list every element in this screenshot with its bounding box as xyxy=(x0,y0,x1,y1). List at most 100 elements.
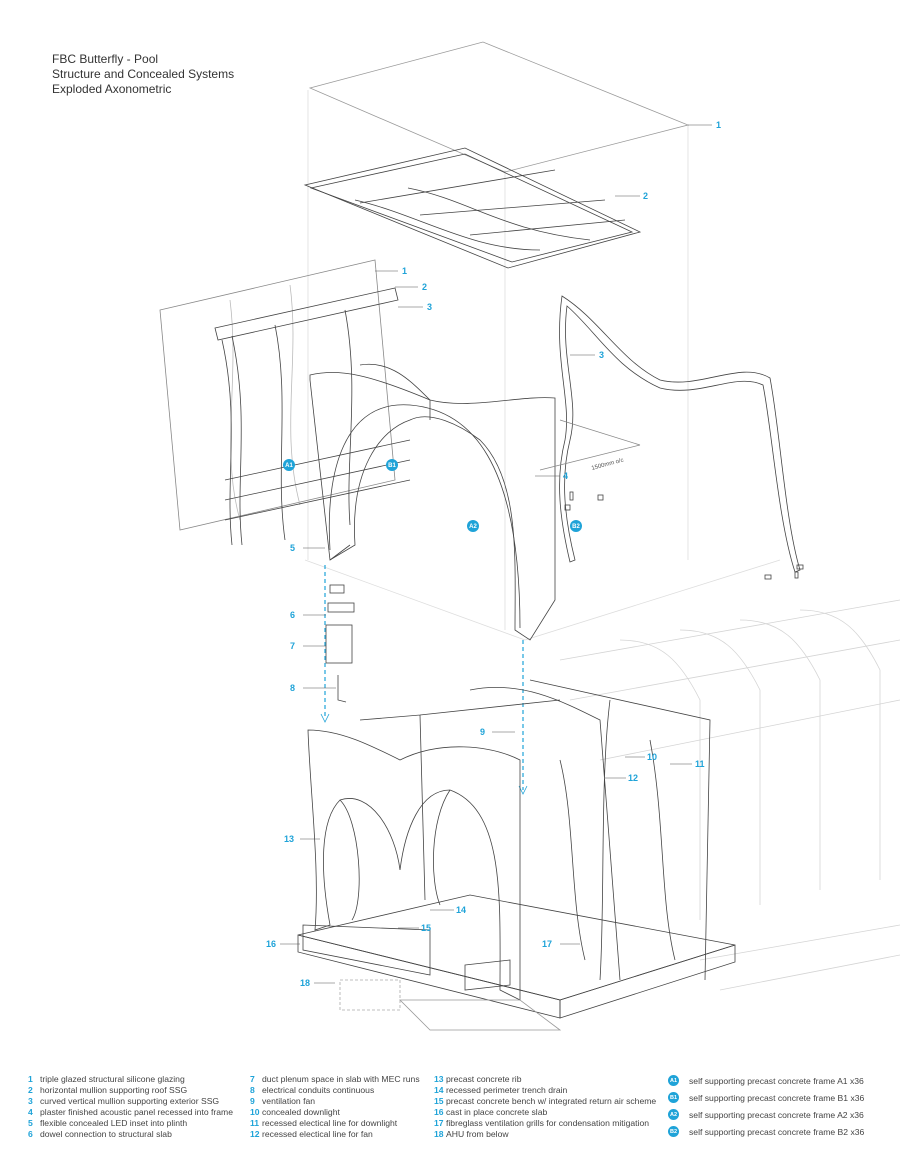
badge-b1 xyxy=(386,459,398,471)
frame-badge-icon: A2 xyxy=(668,1109,679,1120)
title-line-3: Exploded Axonometric xyxy=(52,82,172,96)
callout-15: 15 xyxy=(421,923,431,933)
frame-text: self supporting precast concrete frame A… xyxy=(689,1109,864,1120)
callout-12: 12 xyxy=(628,773,638,783)
legend-num: 16 xyxy=(434,1107,444,1117)
dowel-plates xyxy=(564,491,804,580)
callout-17: 17 xyxy=(542,939,552,949)
callout-3-side: 3 xyxy=(427,302,432,312)
title-line-2: Structure and Concealed Systems xyxy=(52,67,235,81)
diagram-title: FBC Butterfly - Pool Structure and Conce… xyxy=(52,52,234,97)
legend-text: duct plenum space in slab with MEC runs xyxy=(262,1074,420,1084)
callout-11: 11 xyxy=(695,759,705,769)
badge-a1-label: A1 xyxy=(285,463,293,469)
legend-text: AHU from below xyxy=(446,1129,509,1139)
curved-vertical-mullion xyxy=(559,295,801,573)
frame-legend-item: B1 self supporting precast concrete frame… xyxy=(668,1089,864,1106)
frame-badge-icon: B2 xyxy=(668,1126,679,1137)
legend-text: flexible concealed LED inset into plinth xyxy=(40,1118,188,1128)
legend-num: 13 xyxy=(434,1074,444,1084)
frame-text: self supporting precast concrete frame A… xyxy=(689,1075,864,1086)
legend-item: 7 duct plenum space in slab with MEC runs xyxy=(250,1074,420,1085)
arch-frame xyxy=(309,363,556,641)
roof-mullion-frame xyxy=(303,147,642,269)
callout-9: 9 xyxy=(480,727,485,737)
legend-text: plaster finished acoustic panel recessed… xyxy=(40,1107,233,1117)
badge-a1 xyxy=(283,459,295,471)
legend-item: 5 flexible concealed LED inset into plint… xyxy=(28,1118,233,1129)
legend-num: 14 xyxy=(434,1085,444,1095)
legend-num: 15 xyxy=(434,1096,444,1106)
legend-text: precast concrete bench w/ integrated ret… xyxy=(446,1096,657,1106)
legend-num: 12 xyxy=(250,1129,260,1139)
legend-column-2: 7 duct plenum space in slab with MEC runs… xyxy=(250,1074,420,1140)
side-mullion-frame xyxy=(214,287,411,546)
legend-text: precast concrete rib xyxy=(446,1074,522,1084)
callout-16: 16 xyxy=(266,939,276,949)
badge-a2-label: A2 xyxy=(469,524,477,530)
legend-text: electrical conduits continuous xyxy=(262,1085,375,1095)
callout-5: 5 xyxy=(290,543,295,553)
legend-item: 8 electrical conduits continuous xyxy=(250,1085,420,1096)
title-line-1: FBC Butterfly - Pool xyxy=(52,52,159,66)
legend-text: ventilation fan xyxy=(262,1096,316,1106)
callout-1-side: 1 xyxy=(402,266,407,276)
roof-glazing-panel xyxy=(308,41,690,173)
legend-text: concealed downlight xyxy=(262,1107,340,1117)
ghost-repeated-frames xyxy=(559,599,900,991)
legend-num: 9 xyxy=(250,1096,255,1106)
assembly-ribs xyxy=(307,679,711,1001)
legend-num: 6 xyxy=(28,1129,33,1139)
connection-parts xyxy=(325,584,355,703)
callout-7: 7 xyxy=(290,641,295,651)
callout-6: 6 xyxy=(290,610,295,620)
legend-num: 1 xyxy=(28,1074,33,1084)
legend-item: 9 ventilation fan xyxy=(250,1096,420,1107)
badge-b2-label: B2 xyxy=(572,524,580,530)
badge-b1-label: B1 xyxy=(388,463,396,469)
callout-10: 10 xyxy=(647,752,657,762)
legend-num: 4 xyxy=(28,1107,33,1117)
legend-num: 10 xyxy=(250,1107,260,1117)
legend-text: curved vertical mullion supporting exter… xyxy=(40,1096,220,1106)
frame-legend-item: A2 self supporting precast concrete frame… xyxy=(668,1106,864,1123)
legend-num: 11 xyxy=(250,1118,260,1128)
legend-num: 8 xyxy=(250,1085,255,1095)
frame-text: self supporting precast concrete frame B… xyxy=(689,1092,865,1103)
frame-badge-icon: B1 xyxy=(668,1092,679,1103)
legend-num: 5 xyxy=(28,1118,33,1128)
callout-13: 13 xyxy=(284,834,294,844)
legend-text: recessed electical line for downlight xyxy=(262,1118,398,1128)
legend-num: 7 xyxy=(250,1074,255,1084)
callout-2-side: 2 xyxy=(422,282,427,292)
legend-num: 3 xyxy=(28,1096,33,1106)
side-glazing-panel xyxy=(159,259,396,531)
drop-lines xyxy=(324,565,524,790)
frame-badges: A1 B1 A2 B2 xyxy=(283,459,582,532)
badge-b2 xyxy=(570,520,582,532)
leader-lines xyxy=(280,124,712,984)
legend-num: 2 xyxy=(28,1085,33,1095)
badge-a2 xyxy=(467,520,479,532)
callout-18: 18 xyxy=(300,978,310,988)
dimension-label: 1500mm o/c xyxy=(591,458,624,472)
callout-2-roof: 2 xyxy=(643,191,648,201)
legend-text: cast in place concrete slab xyxy=(446,1107,548,1117)
legend-num: 17 xyxy=(434,1118,444,1128)
